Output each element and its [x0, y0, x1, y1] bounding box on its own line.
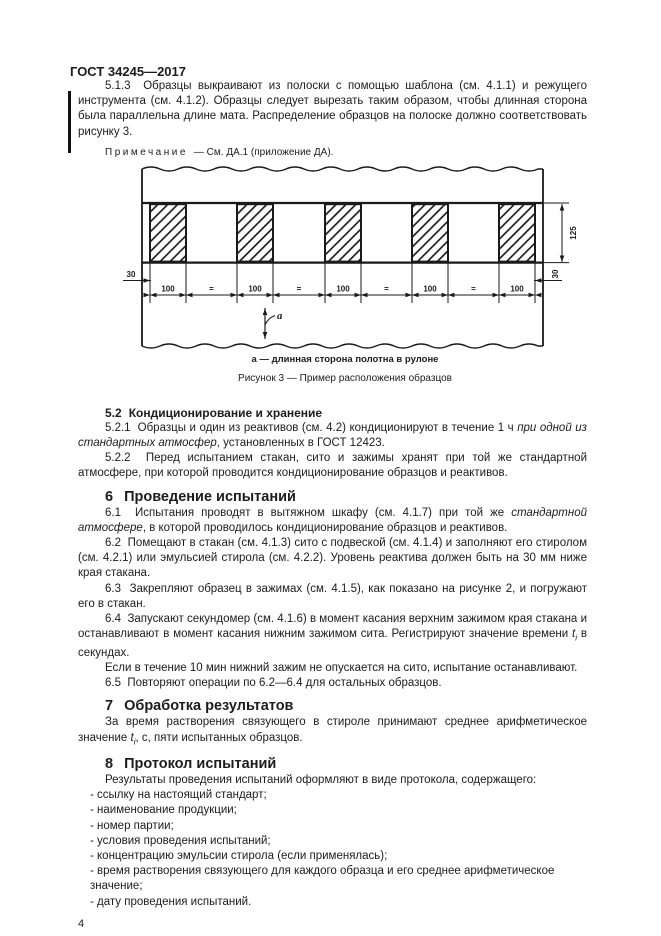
note-da1: Примечание — См. ДА.1 (приложение ДА). — [105, 147, 587, 159]
p61-tail: , в которой проводилось кондиционировани… — [142, 521, 508, 534]
heading-7: 7 Обработка результатов — [105, 697, 587, 715]
dim-seg-0: 100 — [161, 284, 175, 293]
heading-8-title: Протокол испытаний — [124, 756, 277, 773]
dim-seg-4: 100 — [336, 284, 350, 293]
p64-var-subscript: i — [575, 633, 578, 643]
dimension-lines — [123, 202, 569, 303]
figure-3-legend: а — длинная сторона полотна в рулоне — [251, 353, 439, 365]
protocol-item: - ссылку на настоящий стандарт; — [90, 789, 267, 802]
pointer-label-a: а — [277, 311, 282, 322]
dimension-labels: 30 30 125 100 = 100 = 100 = 100 = 100 — [127, 226, 578, 294]
protocol-item: - концентрацию эмульсии стирола (если пр… — [90, 850, 388, 863]
strip-outline — [141, 166, 544, 349]
paragraph-7: За время растворения связующего в стирол… — [78, 715, 587, 749]
dim-seg-8: 100 — [510, 284, 524, 293]
dim-seg-6: 100 — [423, 284, 437, 293]
dim-seg-7: = — [471, 284, 476, 293]
heading-7-title: Обработка результатов — [124, 698, 294, 715]
document-code-header: ГОСТ 34245—2017 — [70, 64, 186, 79]
dim-125: 125 — [569, 226, 578, 240]
protocol-item: - условия проведения испытаний; — [90, 834, 271, 847]
protocol-item: - наименование продукции; — [90, 804, 237, 817]
specimen-rects — [149, 203, 536, 263]
dim-seg-5: = — [384, 284, 389, 293]
paragraph-6-2: 6.2 Помещают в стакан (см. 4.1.3) сито с… — [78, 537, 587, 580]
paragraph-6-4-note: Если в течение 10 мин нижний зажим не оп… — [105, 661, 578, 674]
note-text: — См. ДА.1 (приложение ДА). — [193, 146, 334, 158]
heading-6: 6 Проведение испытаний — [105, 488, 587, 506]
p7-tail: , с, пяти испытанных образцов. — [135, 731, 303, 744]
dim-seg-3: = — [297, 284, 302, 293]
change-bar — [68, 91, 71, 153]
protocol-item: - номер партии; — [90, 819, 174, 832]
p7-var-subscript: i — [133, 736, 136, 746]
page-number: 4 — [78, 917, 85, 930]
protocol-item: - дату проведения испытаний. — [90, 895, 252, 908]
p521-tail: , установленных в ГОСТ 12423. — [216, 437, 385, 450]
paragraph-6-4: 6.4 Запускают секундомер (см. 4.1.6) в м… — [78, 612, 587, 661]
p64-var-symbol: t — [572, 628, 576, 641]
paragraph-8-intro: Результаты проведения испытаний оформляю… — [105, 774, 537, 787]
figure-3: 30 30 125 100 = 100 = 100 = 100 = 100 — [0, 162, 661, 403]
heading-5-2-number: 5.2 — [105, 405, 122, 420]
p64-variable-t: ti — [572, 628, 578, 643]
figure-3-caption: Рисунок 3 — Пример расположения образцов — [238, 372, 452, 384]
paragraph-6-5: 6.5 Повторяют операции по 6.2—6.4 для ос… — [105, 677, 442, 690]
heading-6-number: 6 — [105, 488, 114, 505]
dim-seg-2: 100 — [248, 284, 262, 293]
p7-variable-t: ti — [130, 731, 136, 746]
dim-seg-1: = — [209, 284, 214, 293]
p7-text: За время растворения связующего в стирол… — [78, 716, 587, 744]
dim-30-right: 30 — [551, 269, 560, 278]
p64-tail: в секундах. — [78, 628, 587, 659]
p521-text: 5.2.1 Образцы и один из реактивов (см. 4… — [105, 421, 518, 434]
note-label: Примечание — [105, 146, 188, 158]
heading-7-number: 7 — [105, 698, 114, 715]
heading-8: 8 Протокол испытаний — [105, 755, 587, 773]
paragraph-6-1: 6.1 Испытания проводят в вытяжном шкафу … — [78, 506, 587, 536]
length-pointer: а — [262, 307, 282, 339]
heading-8-number: 8 — [105, 756, 114, 773]
heading-6-title: Проведение испытаний — [124, 488, 296, 505]
heading-5-2-title: Кондиционирование и хранение — [128, 405, 323, 420]
paragraph-5-2-2: 5.2.2 Перед испытанием стакан, сито и за… — [78, 452, 587, 480]
paragraph-6-3: 6.3 Закрепляют образец в зажимах (см. 4.… — [78, 582, 587, 610]
protocol-item: - время растворения связующего для каждо… — [90, 865, 555, 893]
p64-text: 6.4 Запускают секундомер (см. 4.1.6) в м… — [78, 613, 587, 641]
protocol-items-list: - ссылку на настоящий стандарт; - наимен… — [90, 788, 587, 910]
dim-30-left: 30 — [127, 270, 136, 279]
paragraph-5-1-3: 5.1.3 Образцы выкраивают из полоски с по… — [78, 80, 587, 138]
p521-italic: при одной из стандартных атмосфер — [78, 421, 588, 450]
paragraph-5-2-1: 5.2.1 Образцы и один из реактивов (см. 4… — [78, 421, 587, 451]
p61-text: 6.1 Испытания проводят в вытяжном шкафу … — [105, 506, 512, 519]
p61-italic: стандартной атмосфере — [78, 506, 587, 534]
figure-3-drawing: 30 30 125 100 = 100 = 100 = 100 = 100 — [123, 166, 578, 349]
p7-var-symbol: t — [130, 731, 134, 744]
heading-5-2: 5.2 Кондиционирование и хранение — [105, 405, 587, 421]
